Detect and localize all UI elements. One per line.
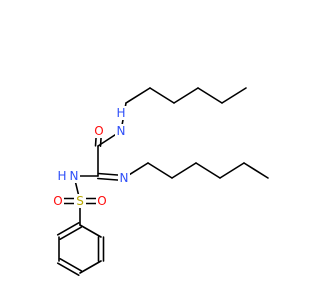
atom-label-h_amide: H: [116, 106, 125, 120]
atom-label-n_sulfonamide: N: [70, 169, 79, 183]
bond-cl2-cl3: [171, 162, 197, 179]
atom-label-o_sulfonyl_left: O: [53, 194, 62, 208]
atom-label-n_amide: N: [117, 124, 126, 138]
bond-r6-r1-line-2: [56, 222, 80, 236]
atom-label-o_carbonyl: O: [94, 124, 103, 138]
atom-background-n_imine: [118, 171, 130, 185]
bond-ch5-ch6: [221, 87, 247, 104]
bond-r3-r4: [79, 260, 102, 274]
atom-label-s_sulfonyl: S: [76, 194, 84, 208]
atom-background-o_sulfonyl_left: [52, 194, 64, 208]
bond-cl1-cl2: [147, 162, 173, 179]
bond-ch2-ch3: [149, 87, 175, 104]
bond-cl3-cl4: [195, 162, 221, 179]
atom-label-o_sulfonyl_right: O: [97, 194, 106, 208]
atom-background-h_amide: [115, 106, 127, 120]
bond-r6-r1-line-1: [59, 226, 83, 240]
atom-background-s_sulfonyl: [74, 194, 86, 208]
atom-label-n_imine: N: [120, 171, 129, 185]
bond-cl4-cl5: [219, 162, 245, 179]
bonds: [56, 87, 269, 276]
atom-background-n_sulfonamide: [68, 169, 80, 183]
bond-ch3-ch4: [173, 87, 199, 104]
bond-cl5-cl6: [243, 162, 269, 179]
bond-r4-r5-line-2: [56, 262, 80, 276]
bond-r1-r2: [79, 224, 102, 238]
atom-label-h_sulfonamide: H: [57, 169, 66, 183]
bond-ch4-ch5: [197, 87, 223, 104]
atom-background-o_carbonyl: [93, 124, 105, 138]
bond-ch1-ch2: [125, 87, 151, 104]
atom-background-o_sulfonyl_right: [96, 194, 108, 208]
atom-background-h_sulfonamide: [56, 169, 68, 183]
atom-background-n_amide: [115, 124, 127, 138]
bond-r4-r5-line-1: [59, 258, 83, 272]
